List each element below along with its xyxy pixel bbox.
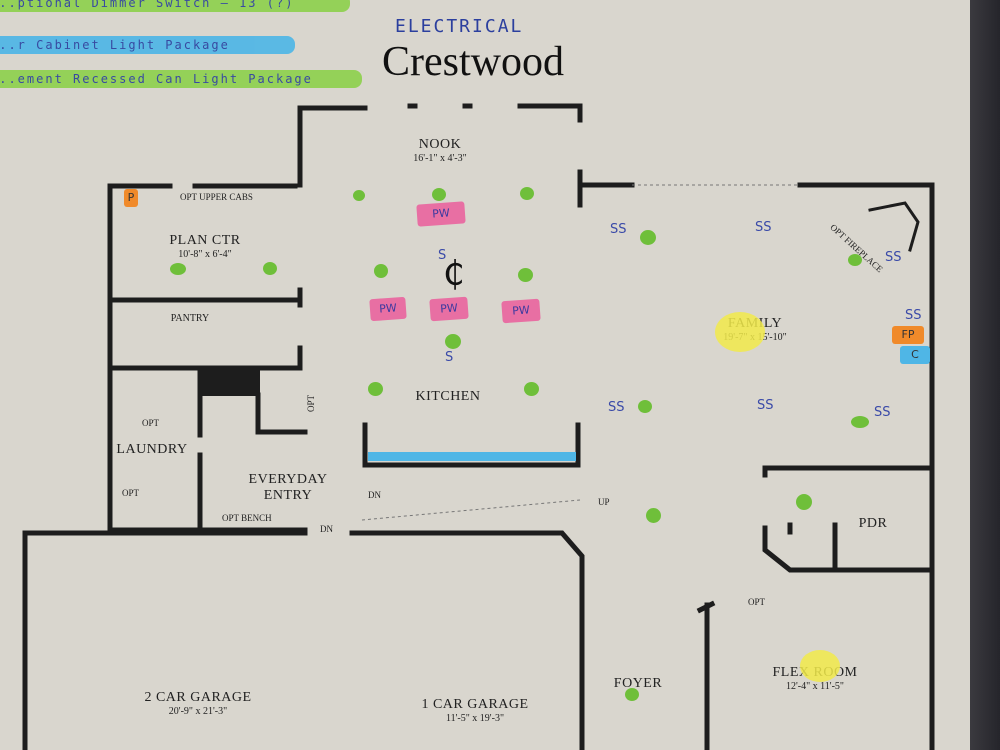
room-1-car-garage: 1 CAR GARAGE 11'-5" x 19'-3"	[421, 697, 528, 724]
dimmer-switch-note: ...ptional Dimmer Switch – 13 (?)	[0, 0, 295, 10]
can-light	[851, 416, 869, 428]
room-pdr: PDR	[859, 516, 888, 532]
room-laundry: LAUNDRY	[116, 442, 187, 458]
room-2-car-garage: 2 CAR GARAGE 20'-9" x 21'-3"	[144, 690, 251, 717]
family-fan-highlight	[715, 312, 765, 352]
room-pantry: PANTRY	[171, 313, 210, 324]
pendant-light: PW	[416, 201, 466, 227]
room-foyer-name: FOYER	[613, 676, 663, 691]
can-light	[445, 334, 461, 349]
room-kitchen: KITCHEN	[416, 389, 481, 405]
room-everyday-entry: EVERYDAY ENTRY	[243, 472, 333, 504]
opt-flex-note: OPT	[748, 597, 766, 607]
room-2-car-garage-dims: 20'-9" x 21'-3"	[168, 706, 228, 717]
dn-note-1: DN	[368, 490, 381, 500]
outlet-tag: P	[124, 189, 138, 207]
switch-marker: SS	[608, 400, 625, 415]
ceiling-fan-marker: ₵	[443, 254, 465, 294]
room-1-car-garage-name: 1 CAR GARAGE	[421, 697, 529, 712]
switch-marker: SS	[755, 220, 772, 235]
opt-kitchen-note: OPT	[306, 394, 316, 412]
room-pdr-name: PDR	[858, 516, 888, 531]
pendant-light: PW	[369, 296, 407, 322]
can-light	[638, 400, 652, 413]
floor-plan-sheet: ...ptional Dimmer Switch – 13 (?) ...r C…	[0, 0, 970, 750]
dn-note-2: DN	[320, 524, 333, 534]
can-light	[374, 264, 388, 278]
room-pantry-name: PANTRY	[170, 313, 210, 324]
room-nook-dims: 16'-1" x 4'-3"	[413, 153, 467, 164]
can-light	[432, 188, 446, 201]
fireplace-tag: FP	[892, 326, 924, 344]
room-foyer: FOYER	[614, 676, 662, 692]
fireplace-c-tag: C	[900, 346, 930, 364]
can-light	[796, 494, 812, 510]
room-plan-center-name: PLAN CTR	[169, 233, 241, 248]
room-2-car-garage-name: 2 CAR GARAGE	[144, 690, 252, 705]
background-edge	[970, 0, 1000, 750]
can-light	[263, 262, 277, 275]
can-light	[353, 190, 365, 201]
cabinet-light-highlight: ...r Cabinet Light Package	[0, 36, 295, 54]
can-light	[524, 382, 539, 396]
switch-marker: SS	[905, 308, 922, 323]
can-light	[518, 268, 533, 282]
switch-marker: SS	[885, 250, 902, 265]
single-switch-marker: S	[438, 248, 447, 263]
switch-marker: SS	[757, 398, 774, 413]
switch-marker: SS	[874, 405, 891, 420]
pendant-light: PW	[501, 298, 541, 324]
electrical-handwritten-label: ELECTRICAL	[395, 16, 524, 37]
room-flex-room-dims: 12'-4" x 11'-5"	[785, 681, 845, 692]
single-switch-marker: S	[445, 350, 454, 365]
dimmer-switch-highlight: ...ptional Dimmer Switch – 13 (?)	[0, 0, 350, 12]
room-1-car-garage-dims: 11'-5" x 19'-3"	[445, 713, 505, 724]
plan-title: Crestwood	[382, 39, 564, 85]
can-light	[848, 254, 862, 266]
room-laundry-name: LAUNDRY	[116, 442, 188, 457]
room-everyday-entry-name: EVERYDAY ENTRY	[248, 472, 328, 503]
can-light	[640, 230, 656, 245]
room-kitchen-name: KITCHEN	[415, 389, 481, 404]
room-plan-center-dims: 10'-8" x 6'-4"	[178, 249, 232, 260]
cabinet-light-note: ...r Cabinet Light Package	[0, 38, 230, 52]
can-light	[625, 688, 639, 701]
flex-fan-highlight	[800, 650, 840, 682]
can-light	[170, 263, 186, 275]
opt-laundry-note: OPT	[142, 418, 160, 428]
switch-marker: SS	[610, 222, 627, 237]
can-light	[368, 382, 383, 396]
pendant-light: PW	[429, 296, 469, 322]
floor-plan-walls	[22, 103, 935, 750]
can-light	[646, 508, 661, 523]
room-plan-center: PLAN CTR 10'-8" x 6'-4"	[169, 233, 240, 260]
opt-laundry-lower-note: OPT	[122, 488, 140, 498]
recessed-can-note: ...ement Recessed Can Light Package	[0, 72, 313, 86]
up-note: UP	[598, 497, 610, 507]
can-light	[520, 187, 534, 200]
room-nook: NOOK 16'-1" x 4'-3"	[413, 137, 466, 164]
room-nook-name: NOOK	[418, 137, 462, 152]
opt-bench-note: OPT BENCH	[222, 513, 272, 523]
opt-upper-cabs-note: OPT UPPER CABS	[180, 192, 253, 202]
recessed-can-highlight: ...ement Recessed Can Light Package	[0, 70, 362, 88]
